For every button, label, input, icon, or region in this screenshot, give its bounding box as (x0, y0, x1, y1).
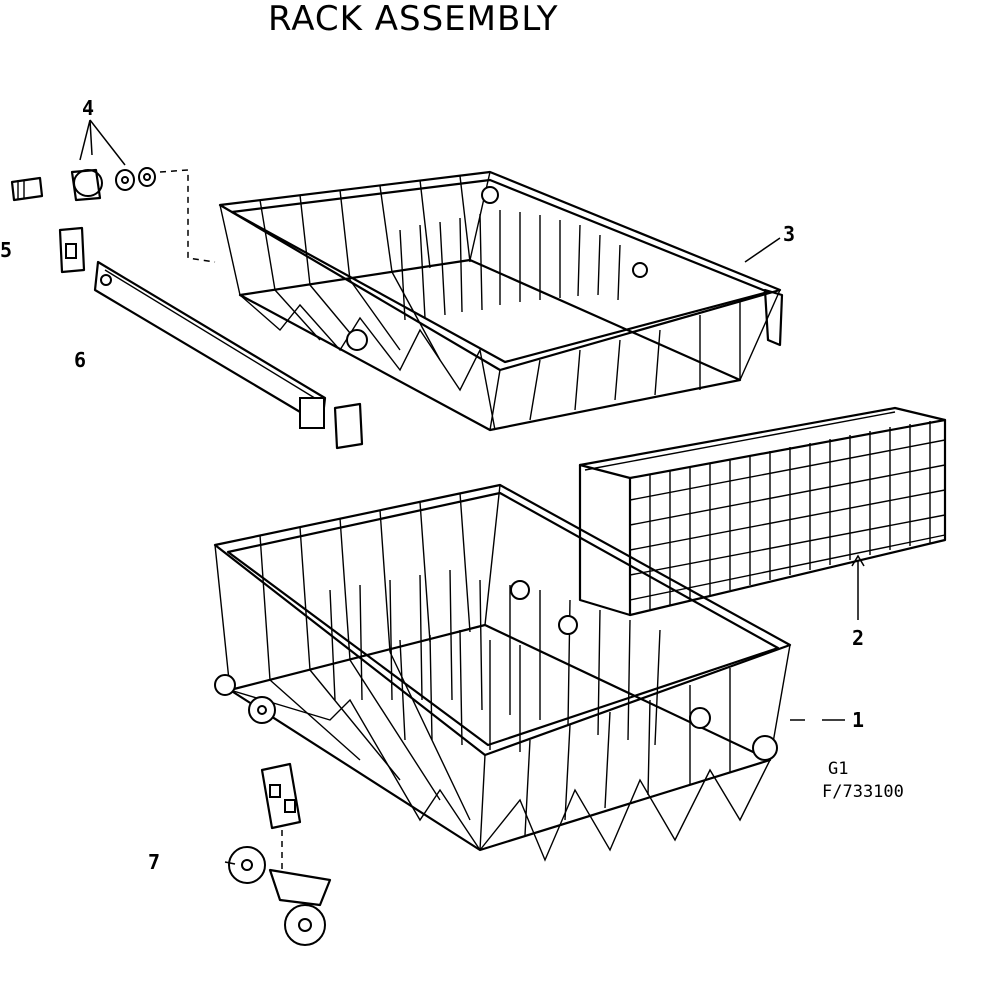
callout-1: 1 (852, 708, 865, 732)
lower-rack (213, 483, 865, 862)
leader-3 (744, 237, 781, 263)
diagram-title-text: RACK ASSEMBLY (268, 0, 559, 39)
diagram-title: RACK ASSEMBLY (0, 0, 1000, 40)
silverware-basket (578, 406, 947, 617)
upper-rack-hardware (10, 119, 364, 450)
callout-7: 7 (148, 850, 161, 874)
lower-rack-roller-assembly (224, 762, 332, 946)
callout-5: 5 (0, 238, 13, 262)
callout-6: 6 (74, 348, 87, 372)
figure-code-line2: F/733100 (822, 782, 904, 802)
figure-code-line1: G1 (828, 759, 849, 779)
callout-3: 3 (783, 222, 796, 246)
callout-2: 2 (852, 626, 865, 650)
upper-rack (218, 170, 784, 432)
callout-4: 4 (82, 96, 95, 120)
